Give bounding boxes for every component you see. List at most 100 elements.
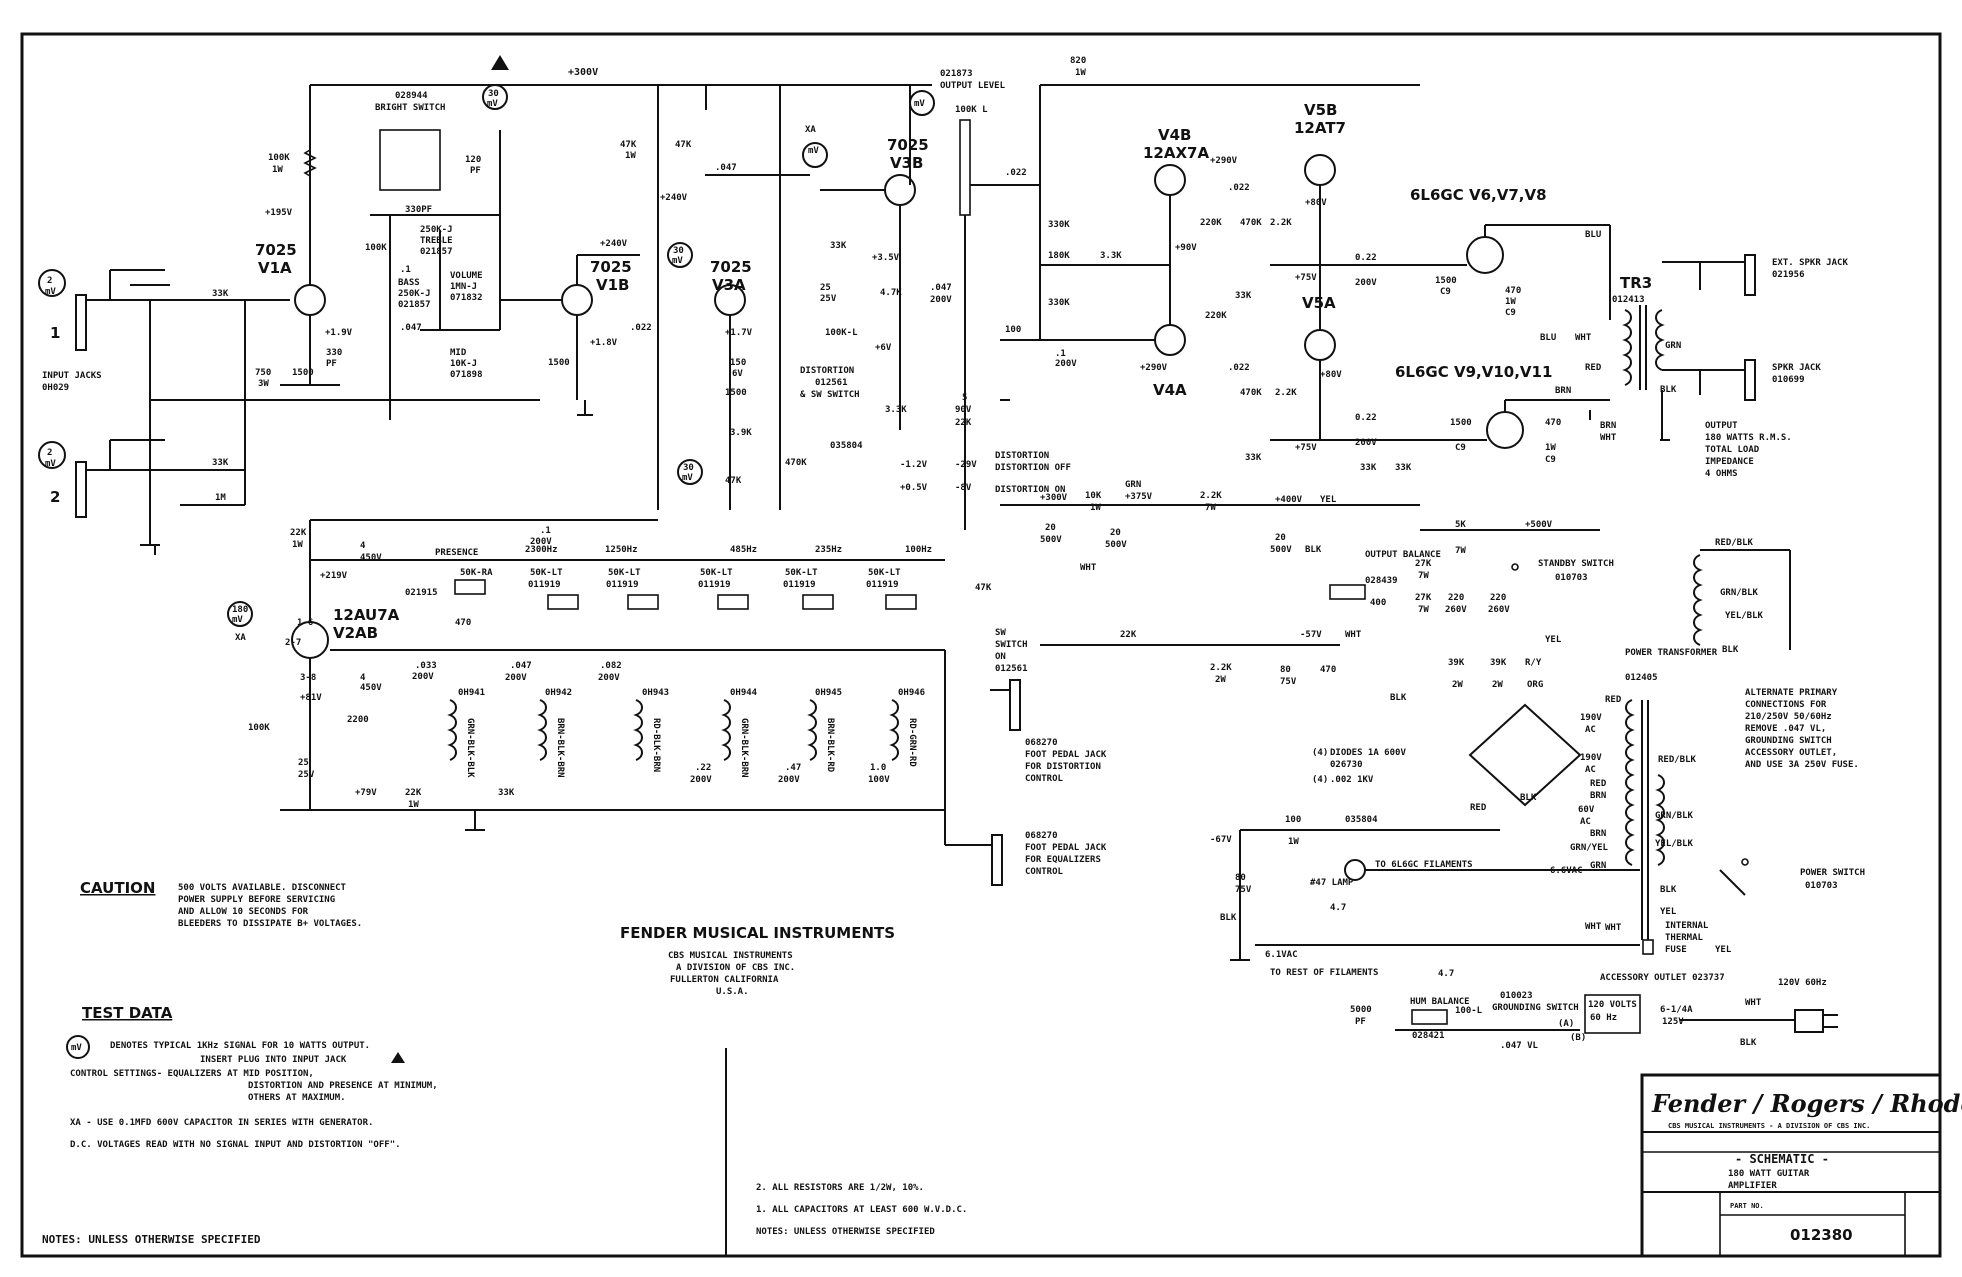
- svg-text:50K-LT: 50K-LT: [700, 568, 733, 578]
- drawing-border: [20, 32, 1942, 1258]
- svg-text:NOTES: UNLESS OTHERWISE SPECIF: NOTES: UNLESS OTHERWISE SPECIFIED: [756, 1227, 935, 1237]
- svg-text:4.7K: 4.7K: [880, 288, 902, 298]
- svg-text:200V: 200V: [690, 775, 712, 785]
- v2ab-type: 12AU7A: [333, 606, 400, 624]
- power-switch[interactable]: POWER SWITCH 010703: [1719, 858, 1865, 896]
- svg-text:+290V: +290V: [1210, 156, 1238, 166]
- svg-text:3W: 3W: [258, 379, 269, 389]
- ext-speaker-jack[interactable]: EXT. SPKR JACK 021956: [1662, 254, 1848, 296]
- ext-spkr-part: 021956: [1772, 270, 1805, 280]
- bright-switch-label: BRIGHT SWITCH: [375, 103, 445, 113]
- mains-plug[interactable]: 120V 60Hz WHT BLK: [1680, 978, 1838, 1048]
- output-level-control[interactable]: 021873 OUTPUT LEVEL 100K L .022: [940, 69, 1040, 530]
- hum-balance-part: 028421: [1412, 1031, 1445, 1041]
- svg-text:180 WATTS R.M.S.: 180 WATTS R.M.S.: [1705, 433, 1792, 443]
- speaker-jack[interactable]: SPKR JACK 010699: [1661, 359, 1821, 440]
- rectifier-bridge: BLK RED DIODES 1A 600V 026730 .002 1KV (…: [1312, 703, 1582, 813]
- svg-text:ALTERNATE PRIMARY: ALTERNATE PRIMARY: [1745, 688, 1838, 698]
- svg-text:250K-J: 250K-J: [420, 225, 453, 235]
- svg-text:0H944: 0H944: [730, 688, 758, 698]
- output-balance-control[interactable]: OUTPUT BALANCE 028439 400: [1329, 550, 1441, 608]
- svg-text:AC: AC: [1585, 765, 1596, 775]
- svg-text:BLK: BLK: [1220, 913, 1237, 923]
- svg-text:25V: 25V: [820, 294, 837, 304]
- svg-text:021915: 021915: [405, 588, 438, 598]
- svg-text:BRN: BRN: [1600, 421, 1616, 431]
- input-jack-1[interactable]: 2 mV 1: [38, 269, 180, 351]
- svg-text:100-L: 100-L: [1455, 1006, 1483, 1016]
- v3a-type: 7025: [710, 258, 752, 276]
- svg-text:200V: 200V: [930, 295, 952, 305]
- svg-text:47K: 47K: [620, 140, 637, 150]
- svg-text:+1.7V: +1.7V: [725, 328, 753, 338]
- primary-tap-diagram: RED/BLK GRN/BLK YEL/BLK BLK: [1693, 538, 1791, 655]
- svg-text:021857: 021857: [398, 300, 431, 310]
- title-block: Fender / Rogers / Rhodes CBS MUSICAL INS…: [1640, 1073, 1962, 1258]
- svg-text:mV: mV: [45, 287, 56, 297]
- grounding-switch[interactable]: 010023 GROUNDING SWITCH .047 VL (A) (B): [1395, 991, 1586, 1051]
- svg-text:.022: .022: [1005, 168, 1027, 178]
- svg-text:INSERT PLUG INTO INPUT JACK: INSERT PLUG INTO INPUT JACK: [200, 1055, 347, 1065]
- input-jacks-part: 0H029: [42, 383, 69, 393]
- svg-text:470: 470: [1320, 665, 1336, 675]
- svg-text:DISTORTION: DISTORTION: [995, 451, 1049, 461]
- svg-text:1.0: 1.0: [870, 763, 886, 773]
- svg-text:WHT: WHT: [1745, 998, 1762, 1008]
- svg-text:60V: 60V: [1578, 805, 1595, 815]
- general-notes: 2. ALL RESISTORS ARE 1/2W, 10%. 1. ALL C…: [756, 1183, 967, 1237]
- standby-part: 010703: [1555, 573, 1588, 583]
- svg-text:ON: ON: [995, 652, 1006, 662]
- foot-pedal-jack-eq[interactable]: 068270 FOOT PEDAL JACK FOR EQUALIZERS CO…: [944, 650, 1107, 886]
- svg-text:0H945: 0H945: [815, 688, 842, 698]
- svg-text:100K: 100K: [248, 723, 270, 733]
- distortion-control[interactable]: DISTORTION 012561 & SW SWITCH 035804 470…: [785, 366, 1071, 495]
- svg-text:2-7: 2-7: [285, 638, 301, 648]
- v4b-label: 12AX7A: [1143, 144, 1209, 162]
- company-block: FENDER MUSICAL INSTRUMENTS CBS MUSICAL I…: [620, 924, 895, 997]
- svg-text:WHT: WHT: [1605, 923, 1622, 933]
- svg-text:mV: mV: [71, 1043, 82, 1053]
- svg-text:39K: 39K: [1448, 658, 1465, 668]
- svg-text:200V: 200V: [1355, 438, 1377, 448]
- svg-text:GRN/YEL: GRN/YEL: [1570, 843, 1609, 853]
- svg-text:0H942: 0H942: [545, 688, 572, 698]
- svg-text:6V: 6V: [732, 369, 743, 379]
- svg-text:TREBLE: TREBLE: [420, 236, 453, 246]
- input-wiring: 33K 33K 1M: [140, 289, 540, 546]
- input-jack-2[interactable]: 2 mV 2: [38, 439, 180, 518]
- schematic-label: - SCHEMATIC -: [1735, 1152, 1829, 1166]
- svg-text:100K: 100K: [365, 243, 387, 253]
- svg-text:071898: 071898: [450, 370, 483, 380]
- svg-text:GRN-BLK-BLK: GRN-BLK-BLK: [465, 718, 475, 778]
- accessory-outlet[interactable]: ACCESSORY OUTLET 023737 120 VOLTS 60 Hz …: [1584, 973, 1725, 1034]
- svg-text:+300V: +300V: [1040, 493, 1068, 503]
- tr3-part: 012413: [1612, 295, 1645, 305]
- svg-text:C9: C9: [1440, 287, 1451, 297]
- svg-text:.082: .082: [600, 661, 622, 671]
- svg-text:3.3K: 3.3K: [1100, 251, 1122, 261]
- svg-text:SWITCH: SWITCH: [995, 640, 1028, 650]
- svg-text:33K: 33K: [1395, 463, 1412, 473]
- svg-text:4.7: 4.7: [1438, 969, 1454, 979]
- presence-label: PRESENCE: [435, 548, 478, 558]
- output-balance-part: 028439: [1365, 576, 1398, 586]
- svg-text:WHT: WHT: [1575, 333, 1592, 343]
- distortion-part: 012561: [815, 378, 848, 388]
- svg-text:470: 470: [1505, 286, 1521, 296]
- svg-text:1W: 1W: [292, 540, 303, 550]
